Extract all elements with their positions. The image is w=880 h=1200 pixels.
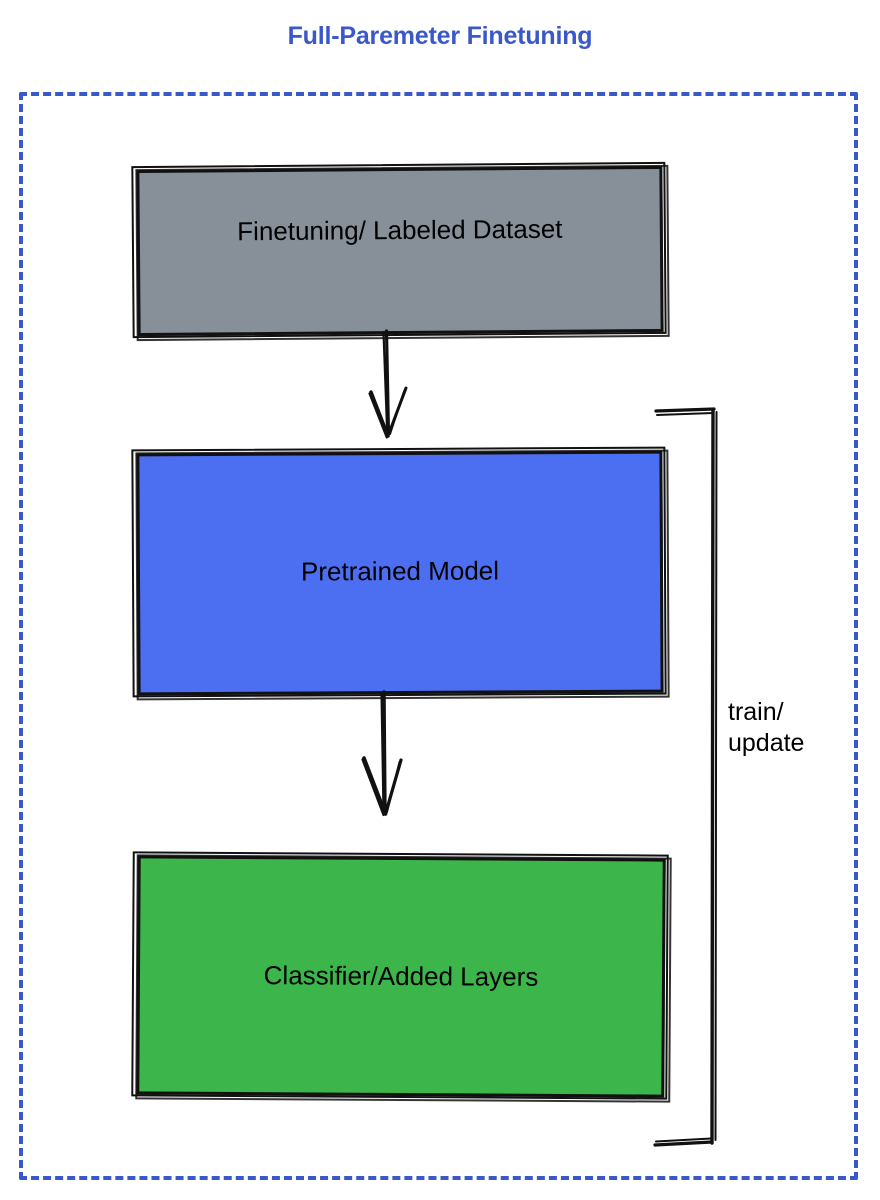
dashed-outer-container — [19, 92, 858, 1180]
node-finetuning-labeled-dataset[interactable]: Finetuning/ Labeled Dataset — [131, 161, 670, 342]
arrow-pretrained-model-to-classifier — [361, 690, 403, 817]
node-pretrained-label: Pretrained Model — [300, 555, 500, 587]
node-classifier-added-layers[interactable]: Classifier/Added Layers — [131, 851, 672, 1103]
node-classifier-label: Classifier/Added Layers — [263, 960, 539, 992]
arrow-dataset-to-pretrained-model — [368, 329, 408, 439]
node-dataset-fill — [136, 165, 664, 337]
node-dataset-label: Finetuning/ Labeled Dataset — [237, 213, 563, 247]
feedback-loop-label-line1: train/ — [728, 698, 784, 726]
node-pretrained-model[interactable]: Pretrained Model — [131, 446, 670, 701]
feedback-loop-label: train/ update — [728, 697, 848, 760]
feedback-loop-connector — [653, 407, 718, 1147]
page-title: Full-Paremeter Finetuning — [287, 22, 593, 50]
feedback-loop-label-line2: update — [728, 729, 805, 758]
